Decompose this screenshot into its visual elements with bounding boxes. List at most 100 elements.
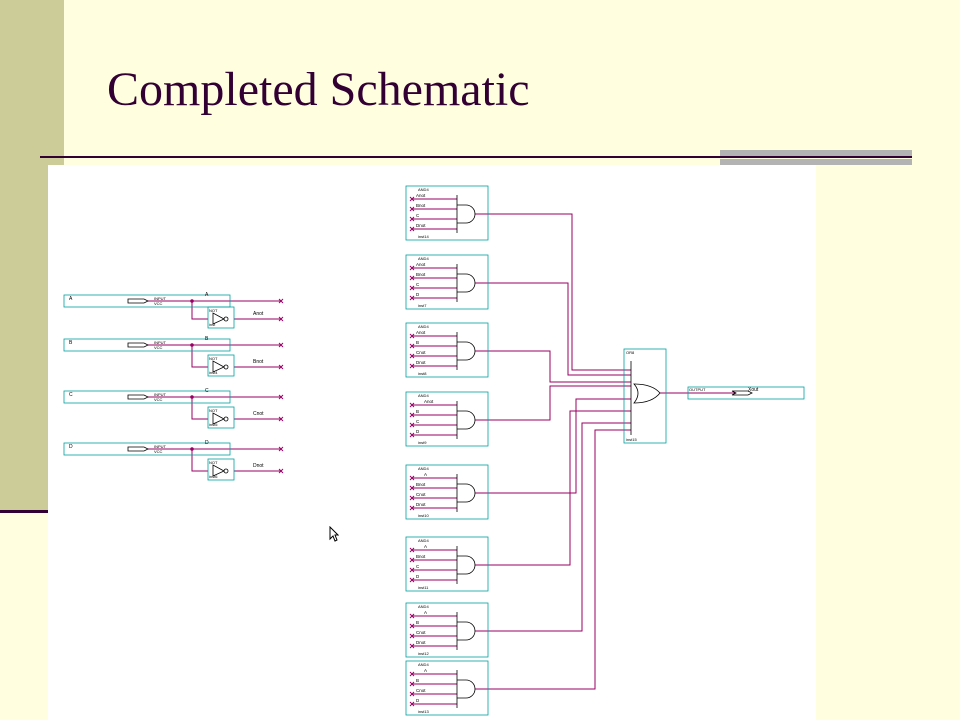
not-gate-box xyxy=(207,458,235,481)
mouse-cursor-icon xyxy=(329,526,339,542)
output-port-box xyxy=(687,386,805,400)
wire xyxy=(191,301,208,320)
pin-terminal-mark xyxy=(278,446,284,452)
and-pin-label: D xyxy=(416,292,420,297)
input-port-name: D xyxy=(69,444,73,450)
and-pin-label: Anot xyxy=(416,193,426,198)
and-pin-label: Bnot xyxy=(416,554,426,559)
pin-terminal-mark xyxy=(409,691,415,697)
output-pin-type: OUTPUT xyxy=(689,387,706,392)
and-pin-label: Cnot xyxy=(416,492,426,497)
input-net-label: D xyxy=(205,440,209,446)
not-gate-triangle xyxy=(212,312,225,325)
not-gate-bubble xyxy=(223,468,229,474)
not-gate-inst: inst5 xyxy=(209,422,218,427)
and-gate-inst: inst13 xyxy=(418,709,429,714)
symbols-layer xyxy=(63,185,805,716)
input-pin-type: INPUT xyxy=(154,392,167,397)
pin-terminal-mark xyxy=(278,316,284,322)
and-pin-label: Dnot xyxy=(416,223,426,228)
and-gate-type: AND4 xyxy=(418,466,429,471)
slide-title: Completed Schematic xyxy=(107,63,530,116)
not-gate-type: NOT xyxy=(209,460,218,465)
and-gate-box xyxy=(405,185,489,241)
output-pin-symbol xyxy=(731,390,753,396)
and-pin-label: A xyxy=(424,472,427,477)
not-gate-type: NOT xyxy=(209,356,218,361)
and-gate-type: AND4 xyxy=(418,187,429,192)
and-pin-label: Bnot xyxy=(416,203,426,208)
input-pin-type: INPUT xyxy=(154,340,167,345)
input-net-label: C xyxy=(205,388,209,394)
input-pin-sub: VCC xyxy=(154,397,163,402)
and-gate-box xyxy=(405,254,489,310)
title-rule-accent xyxy=(720,150,912,157)
inverted-net-label: Dnot xyxy=(253,463,264,469)
input-pin-symbol xyxy=(127,298,149,304)
and-gate-box xyxy=(405,464,489,520)
and-to-or-wire xyxy=(475,350,631,383)
and-pin-label: Dnot xyxy=(416,502,426,507)
pin-terminal-mark xyxy=(409,475,415,481)
pin-terminal-mark xyxy=(409,671,415,677)
pin-terminal-mark xyxy=(409,196,415,202)
and-pin-label: B xyxy=(416,620,419,625)
and-pin-label: C xyxy=(416,213,420,218)
and-gate-inst: inst8 xyxy=(418,371,427,376)
pin-terminal-mark xyxy=(278,468,284,474)
and-gate-inst: inst10 xyxy=(418,513,429,518)
pin-terminal-mark xyxy=(409,265,415,271)
input-pin-sub: VCC xyxy=(154,449,163,454)
input-pin-symbol xyxy=(127,394,149,400)
pin-terminal-mark xyxy=(409,343,415,349)
not-gate-inst: inst4 xyxy=(209,370,218,375)
not-gate-inst: inst6 xyxy=(209,474,218,479)
and-pin-label: C xyxy=(416,419,420,424)
pin-terminal-mark xyxy=(409,226,415,232)
pin-terminal-mark xyxy=(409,577,415,583)
and-gate-body xyxy=(457,555,476,575)
pin-terminal-mark xyxy=(409,363,415,369)
pin-terminal-mark xyxy=(409,701,415,707)
left-accent-line xyxy=(0,510,64,513)
and-gate-type: AND4 xyxy=(418,538,429,543)
not-gate-inst: inst xyxy=(209,322,216,327)
or-gate-box xyxy=(623,348,667,444)
and-pin-label: Anot xyxy=(416,330,426,335)
input-port-name: C xyxy=(69,392,73,398)
or-gate-body xyxy=(633,383,661,404)
input-pin-sub: VCC xyxy=(154,301,163,306)
and-gate-inst: inst12 xyxy=(418,651,429,656)
and-pin-label: B xyxy=(416,409,419,414)
and-pin-label: Bnot xyxy=(416,482,426,487)
inverted-net-label: Anot xyxy=(253,311,264,317)
pin-terminal-mark xyxy=(409,402,415,408)
pin-terminal-mark xyxy=(409,206,415,212)
and-gate-body xyxy=(457,410,476,430)
and-to-or-wire xyxy=(475,429,631,690)
not-gate-box xyxy=(207,354,235,377)
and-pin-label: C xyxy=(416,564,420,569)
and-gate-inst: inst9 xyxy=(418,440,427,445)
pin-terminal-mark xyxy=(409,505,415,511)
and-to-or-wire xyxy=(475,385,631,421)
and-pin-label: Cnot xyxy=(416,350,426,355)
and-gate-type: AND4 xyxy=(418,324,429,329)
and-pin-label: Dnot xyxy=(416,360,426,365)
pin-terminal-mark xyxy=(409,295,415,301)
not-gate-type: NOT xyxy=(209,408,218,413)
wire xyxy=(191,345,208,368)
pin-terminal-mark xyxy=(409,333,415,339)
and-to-or-wire xyxy=(475,398,631,494)
pin-terminal-mark xyxy=(409,432,415,438)
and-gate-body xyxy=(457,621,476,641)
and-pin-label: A xyxy=(424,544,427,549)
and-pin-label: Cnot xyxy=(416,688,426,693)
pin-terminal-mark xyxy=(409,353,415,359)
pin-terminal-mark xyxy=(409,547,415,553)
input-pin-symbol xyxy=(127,342,149,348)
input-net-label: B xyxy=(205,336,209,342)
pin-terminal-mark xyxy=(409,275,415,281)
